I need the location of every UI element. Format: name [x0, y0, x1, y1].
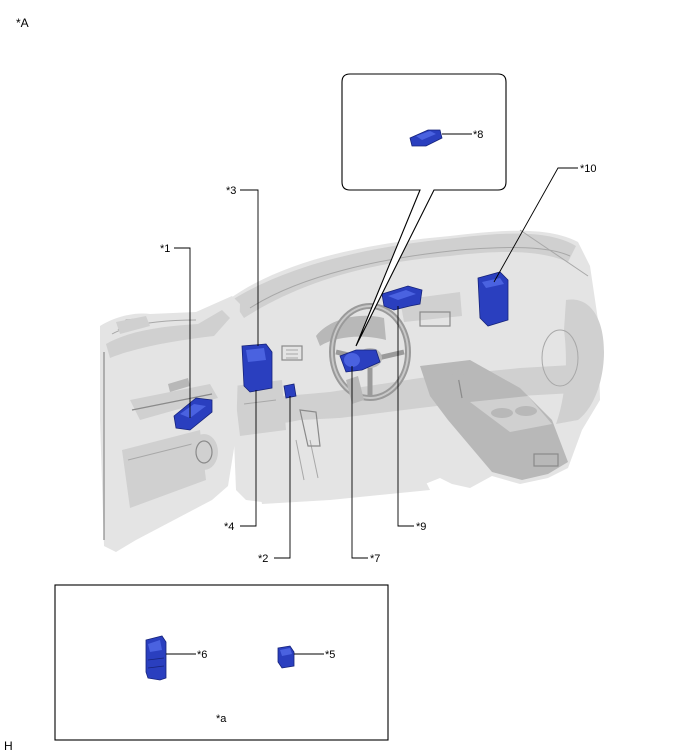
armrest-line — [131, 393, 213, 411]
passenger-seat — [556, 299, 604, 424]
callout-4: *4 — [224, 521, 234, 533]
cupholder-right — [515, 406, 537, 416]
leader-4 — [240, 390, 257, 527]
power-window-switch — [173, 397, 213, 431]
windshield-edge — [249, 247, 571, 309]
inset-part-5 — [277, 645, 295, 669]
figure-code: H — [4, 739, 13, 753]
inset-label: *a — [216, 713, 227, 725]
door-speaker — [190, 434, 218, 470]
door-handle — [168, 378, 190, 392]
gear-knob — [452, 372, 464, 380]
steering-column — [346, 376, 364, 404]
speaker-right — [541, 329, 579, 387]
a-pillar-right — [519, 229, 589, 277]
callout-8: *8 — [473, 129, 483, 141]
callout-6: *6 — [197, 649, 207, 661]
detail-callout-box: *8 — [341, 73, 507, 347]
steering-wheel-rim-highlight — [331, 305, 409, 399]
center-vent — [419, 311, 451, 327]
dash-left-seam — [243, 399, 277, 405]
callout-10: *10 — [580, 163, 597, 175]
inset-part-6 — [145, 635, 167, 681]
detail-connector-part — [409, 129, 443, 147]
door-pocket-edge — [127, 441, 201, 461]
view-label: *A — [16, 16, 29, 30]
leader-3 — [240, 189, 259, 346]
callout-1: *1 — [160, 243, 170, 255]
leader-9 — [397, 306, 414, 527]
callout-9: *9 — [416, 521, 426, 533]
accelerator-pedal — [299, 409, 321, 447]
leader-10 — [493, 167, 578, 283]
upper-dash-assembly — [381, 285, 423, 311]
callout-3: *3 — [226, 185, 236, 197]
left-side-ecu — [241, 343, 273, 393]
callout-7: *7 — [370, 553, 380, 565]
callout-2: *2 — [258, 553, 268, 565]
leader-1 — [174, 247, 191, 418]
leader-7 — [351, 366, 368, 559]
rear-vent — [533, 453, 559, 467]
steering-lock-assembly — [339, 349, 381, 373]
door-upper-trim — [106, 310, 230, 358]
left-vent — [281, 345, 303, 361]
right-side-ecu — [477, 271, 509, 327]
door-pocket — [122, 430, 206, 508]
left-vent-slats — [286, 349, 298, 359]
leader-2 — [274, 396, 291, 559]
cupholder-left — [491, 408, 513, 418]
dash-left-panel — [234, 380, 286, 436]
door-mirror-base — [116, 316, 150, 334]
callout-5: *5 — [325, 649, 335, 661]
driver-footwell — [250, 418, 430, 504]
module-behind-dash — [283, 383, 297, 399]
inset-box: *6 *5 *a — [54, 584, 389, 741]
door-speaker-cone — [195, 440, 213, 464]
